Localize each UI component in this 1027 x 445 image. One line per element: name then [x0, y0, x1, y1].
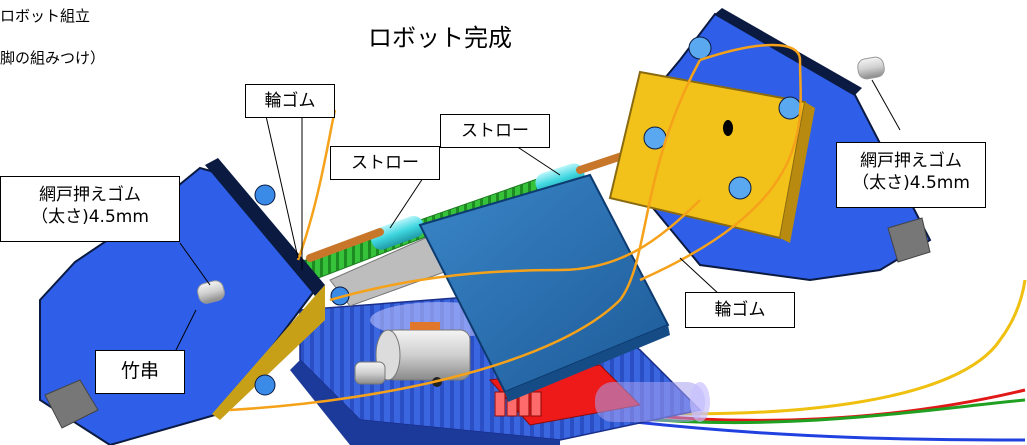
label-screen-rubber-left: 網戸押えゴム （太さ)4.5mm — [0, 176, 180, 242]
right-leg — [608, 8, 932, 282]
rubber-bands — [229, 43, 802, 412]
label-rubber-band-top: 輪ゴム — [245, 84, 335, 118]
label-screen-rubber-left-line2: （太さ)4.5mm — [31, 207, 149, 227]
motor — [354, 322, 471, 387]
page-title: ロボット完成 — [368, 24, 512, 52]
label-straw-left: ストロー — [330, 146, 440, 180]
label-screen-rubber-right-line1: 網戸押えゴム — [860, 151, 962, 171]
label-bamboo-skewer: 竹串 — [95, 350, 185, 394]
subtitle: 脚の組みつけ） — [0, 49, 106, 67]
label-rubber-band-right: 輪ゴム — [685, 292, 795, 328]
translucent-tube — [595, 382, 710, 422]
screen-rubber-right — [857, 56, 885, 80]
callout-leaders — [174, 79, 901, 353]
label-screen-rubber-right-line2: （太さ)4.5mm — [852, 173, 970, 193]
label-straw-right: ストロー — [440, 114, 550, 148]
label-screen-rubber-right: 網戸押えゴム （太さ)4.5mm — [836, 142, 986, 208]
skewer-right — [576, 125, 731, 174]
breadcrumb: ロボット組立 — [0, 7, 91, 25]
blue-panel — [418, 173, 670, 402]
label-screen-rubber-left-line1: 網戸押えゴム — [39, 185, 141, 205]
straw-left — [370, 215, 425, 250]
